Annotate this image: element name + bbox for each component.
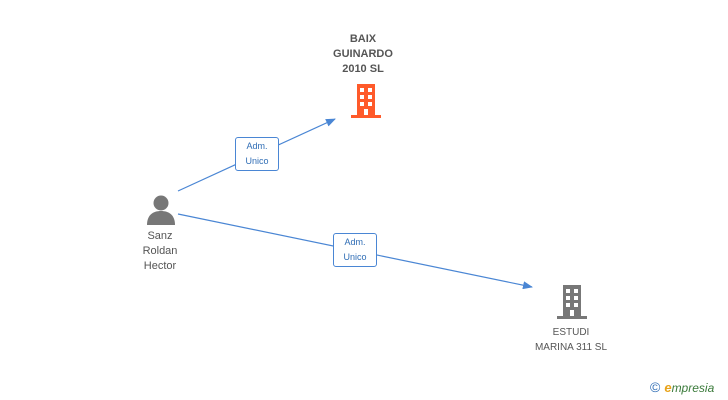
company-label-estudi-marina[interactable]: ESTUDI MARINA 311 SL <box>534 327 608 353</box>
edge-label-adm-unico: Adm. Unico <box>333 233 377 267</box>
edge-label-adm-unico: Adm. Unico <box>235 137 279 171</box>
building-icon[interactable] <box>350 84 382 119</box>
person-label-sanz-roldan-hector[interactable]: Sanz Roldan Hector <box>142 230 178 272</box>
person-icon[interactable] <box>145 195 177 225</box>
footer-brand: ©empresia <box>650 379 714 395</box>
brand-logo-letter: e <box>664 380 672 395</box>
brand-logo-text: mpresia <box>671 381 715 395</box>
building-icon[interactable] <box>556 285 588 320</box>
copyright-icon: © <box>650 379 661 395</box>
company-label-baix-guinardo[interactable]: BAIX GUINARDO 2010 SL <box>333 33 393 75</box>
